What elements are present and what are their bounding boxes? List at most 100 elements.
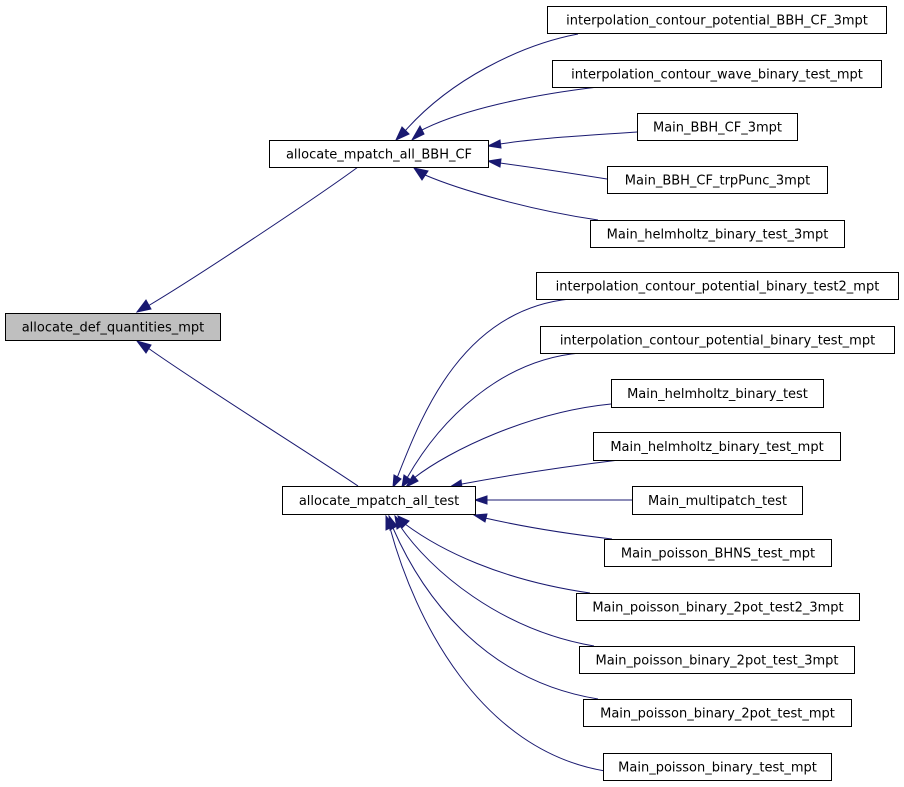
node-c4[interactable]: Main_BBH_CF_trpPunc_3mpt <box>607 166 828 194</box>
node-label: Main_helmholtz_binary_test <box>627 387 808 402</box>
edge-d1-to-test <box>392 298 571 489</box>
edge-line <box>406 352 581 479</box>
node-d4[interactable]: Main_helmholtz_binary_test_mpt <box>593 432 841 461</box>
arrowhead-icon <box>135 299 152 313</box>
arrowhead-icon <box>135 340 152 354</box>
node-label: Main_poisson_binary_test_mpt <box>618 761 817 776</box>
edge-line <box>413 403 612 479</box>
node-box <box>590 220 845 248</box>
node-label: Main_multipatch_test <box>648 494 787 509</box>
node-d5[interactable]: Main_multipatch_test <box>632 486 803 515</box>
edge-d4-to-test <box>448 459 620 489</box>
arrowhead-icon <box>486 158 502 168</box>
node-bbh[interactable]: allocate_mpatch_all_BBH_CF <box>269 140 489 168</box>
nodes-layer: allocate_def_quantities_mpt allocate_mpat… <box>5 6 899 781</box>
node-label: Main_BBH_CF_3mpt <box>653 121 782 136</box>
node-c3[interactable]: Main_BBH_CF_3mpt <box>637 113 798 141</box>
node-c5[interactable]: Main_helmholtz_binary_test_3mpt <box>590 220 845 248</box>
node-label: Main_helmholtz_binary_test_mpt <box>610 440 823 455</box>
arrowhead-icon <box>385 514 395 531</box>
node-label: Main_helmholtz_binary_test_3mpt <box>607 228 829 243</box>
edge-line <box>389 527 606 772</box>
arrowhead-icon <box>472 513 488 523</box>
edge-line <box>147 166 359 307</box>
edge-c2-to-bbh <box>410 86 599 142</box>
edge-line <box>399 525 595 647</box>
edge-d7-to-test <box>397 515 591 594</box>
edge-d6-to-test <box>472 513 613 540</box>
node-box <box>269 140 489 168</box>
edge-test-to-root <box>135 340 359 487</box>
node-label: allocate_mpatch_all_BBH_CF <box>286 148 472 163</box>
node-box <box>632 486 803 515</box>
arrowhead-icon <box>473 495 488 505</box>
node-label: Main_BBH_CF_trpPunc_3mpt <box>625 174 810 189</box>
node-label: interpolation_contour_potential_binary_t… <box>560 334 875 349</box>
node-d7[interactable]: Main_poisson_binary_2pot_test2_3mpt <box>576 593 860 621</box>
arrowhead-icon <box>392 474 402 489</box>
edge-bbh-to-root <box>135 166 359 313</box>
node-label: Main_poisson_BHNS_test_mpt <box>621 547 815 562</box>
edge-line <box>404 33 579 132</box>
edge-line <box>419 86 599 132</box>
edge-line <box>499 162 608 180</box>
node-c2[interactable]: interpolation_contour_wave_binary_test_m… <box>552 60 882 88</box>
node-c1[interactable]: interpolation_contour_potential_BBH_CF_3… <box>547 6 887 34</box>
node-box <box>637 113 798 141</box>
arrowhead-icon <box>394 126 410 142</box>
node-label: Main_poisson_binary_2pot_test_mpt <box>600 707 835 722</box>
node-box <box>604 539 832 567</box>
edge-d5-to-test <box>473 495 632 505</box>
node-box <box>282 486 476 515</box>
node-box <box>603 753 832 781</box>
edge-d3-to-test <box>404 403 612 489</box>
edge-c4-to-bbh <box>486 158 608 180</box>
node-box <box>552 60 882 88</box>
node-label: allocate_mpatch_all_test <box>299 494 459 509</box>
node-test[interactable]: allocate_mpatch_all_test <box>282 486 476 515</box>
edge-line <box>424 174 599 221</box>
edge-c1-to-bbh <box>394 33 579 142</box>
node-box <box>579 646 855 674</box>
edges-layer <box>135 33 638 772</box>
node-label: interpolation_contour_potential_BBH_CF_3… <box>566 14 868 29</box>
edge-line <box>396 298 571 479</box>
node-root[interactable]: allocate_def_quantities_mpt <box>5 313 221 341</box>
edge-line <box>147 347 359 487</box>
edge-c5-to-bbh <box>412 167 599 221</box>
node-label: Main_poisson_binary_2pot_test_3mpt <box>595 654 838 669</box>
edge-d9-to-test <box>388 514 599 700</box>
edge-line <box>404 523 591 594</box>
node-box <box>540 326 895 354</box>
edge-line <box>499 131 638 145</box>
arrowhead-icon <box>412 167 429 181</box>
arrowhead-icon <box>410 124 425 142</box>
node-box <box>547 6 887 34</box>
edge-d2-to-test <box>401 352 581 489</box>
edge-line <box>484 517 613 540</box>
node-label: interpolation_contour_potential_binary_t… <box>556 280 880 295</box>
edge-d10-to-test <box>385 514 606 772</box>
node-d2[interactable]: interpolation_contour_potential_binary_t… <box>540 326 895 354</box>
node-d6[interactable]: Main_poisson_BHNS_test_mpt <box>604 539 832 567</box>
node-label: interpolation_contour_wave_binary_test_m… <box>571 68 863 83</box>
edge-line <box>461 459 620 485</box>
node-box <box>536 272 899 300</box>
edge-line <box>392 527 599 700</box>
node-d3[interactable]: Main_helmholtz_binary_test <box>611 379 824 408</box>
node-d1[interactable]: interpolation_contour_potential_binary_t… <box>536 272 899 300</box>
arrowhead-icon <box>486 139 502 149</box>
node-d9[interactable]: Main_poisson_binary_2pot_test_mpt <box>583 699 852 727</box>
node-box <box>607 166 828 194</box>
arrowhead-icon <box>401 474 412 489</box>
node-box <box>583 699 852 727</box>
node-label: Main_poisson_binary_2pot_test2_3mpt <box>592 601 843 616</box>
node-box <box>593 432 841 461</box>
edge-d8-to-test <box>394 514 595 647</box>
arrowhead-icon <box>404 474 419 489</box>
node-d8[interactable]: Main_poisson_binary_2pot_test_3mpt <box>579 646 855 674</box>
node-box <box>611 379 824 408</box>
node-d10[interactable]: Main_poisson_binary_test_mpt <box>603 753 832 781</box>
node-label: allocate_def_quantities_mpt <box>22 321 205 336</box>
node-box <box>576 593 860 621</box>
